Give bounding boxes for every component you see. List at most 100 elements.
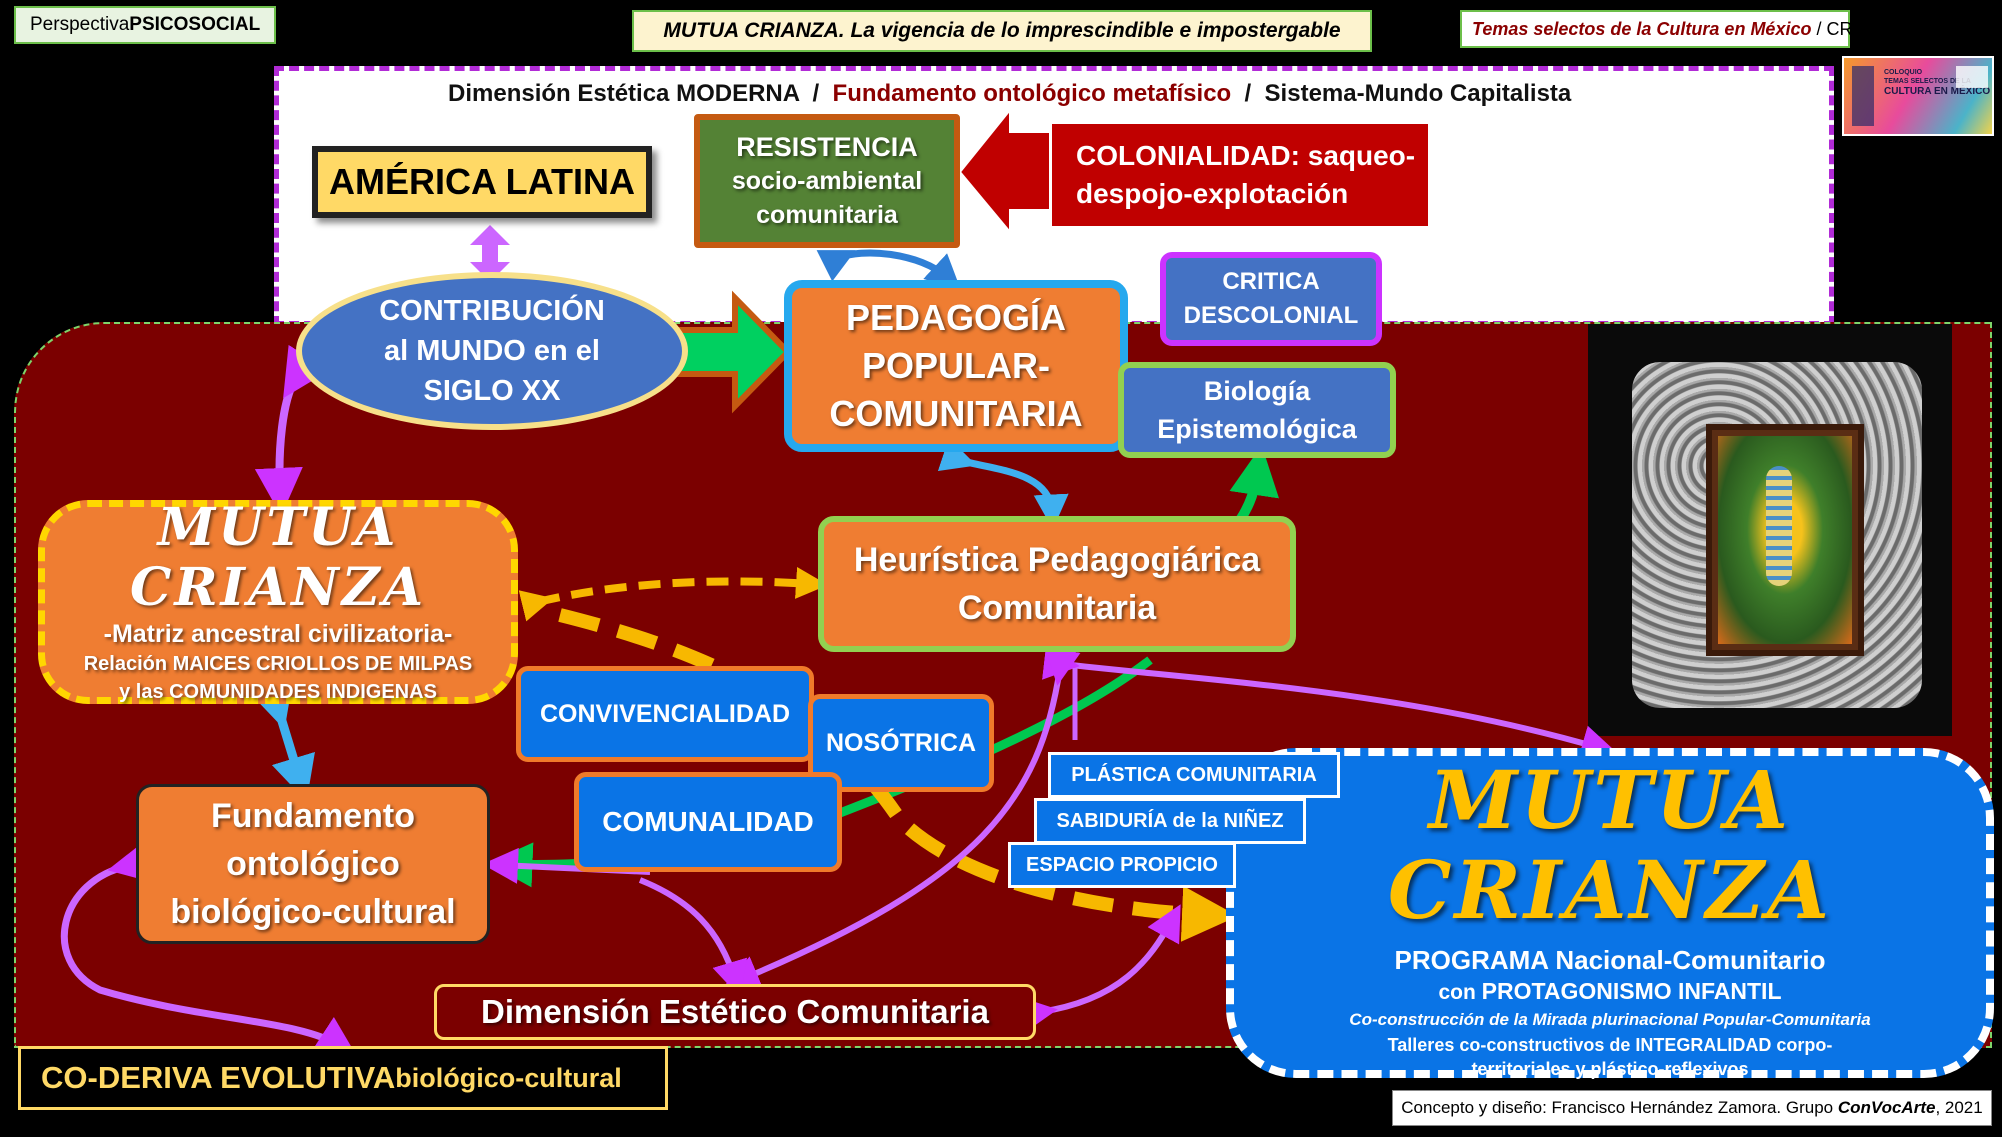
coderiva-box: CO-DERIVA EVOLUTIVA biológico-cultural: [18, 1046, 668, 1110]
coderiva-rest: biológico-cultural: [395, 1062, 622, 1093]
america-contribution-arrow: [470, 225, 510, 282]
mutua-left-line-1: -Matriz ancestral civilizatoria-: [103, 620, 453, 648]
fundamento-line-3: biológico-cultural: [170, 893, 456, 931]
institution-text: CRIM-UNAM: [1826, 18, 1932, 39]
painting-inner: [1706, 424, 1864, 656]
programa-rest: Nacional-Comunitario: [1548, 945, 1826, 975]
heuristica-line-2: Comunitaria: [957, 589, 1157, 627]
mutua-left-line-3: y las COMUNIDADES INDIGENAS: [119, 681, 437, 703]
contribucion-ellipse: CONTRIBUCIÓN al MUNDO en el SIGLO XX: [296, 272, 688, 430]
dimension-estetico-box: Dimensión Estético Comunitaria: [434, 984, 1036, 1040]
critica-line-2: DESCOLONIAL: [1183, 302, 1359, 329]
main-title-text: MUTUA CRIANZA. La vigencia de lo impresc…: [663, 19, 1341, 42]
mutua-left-line-2: Relación MAICES CRIOLLOS DE MILPAS: [83, 653, 473, 675]
critica-line-1: CRITICA: [1222, 268, 1320, 295]
mutua-crianza-left-box: MUTUA CRIANZA -Matriz ancestral civiliza…: [38, 497, 518, 704]
nosotrica-box: NOSÓTRICA: [808, 694, 994, 792]
programa-bold: PROGRAMA: [1394, 945, 1549, 975]
colonialidad-box: COLONIALIDAD: saqueo- despojo-explotació…: [1050, 122, 1430, 228]
comunalidad-label: COMUNALIDAD: [602, 806, 814, 837]
topic-label: Temas selectos de la Cultura en México /…: [1460, 10, 1931, 48]
contribution-mutua-arrow: [254, 344, 330, 516]
plastica-label: PLÁSTICA COMUNITARIA: [1071, 763, 1317, 786]
dimension-bar: Dimensión Estética MODERNA / Fundamento …: [448, 80, 1648, 108]
poster-line-2: TEMAS SELECTOS DE LA: [1884, 78, 1971, 85]
corn-cob-icon: [1766, 466, 1792, 586]
dimension-metafisico: Fundamento ontológico metafísico: [832, 80, 1232, 107]
resistencia-line-1: RESISTENCIA: [736, 132, 918, 162]
colonialidad-line-2: despojo-explotación: [1076, 178, 1349, 209]
fundamento-coderiva-arrow: [60, 841, 358, 1058]
poster-line-1: COLOQUIO: [1884, 69, 1923, 76]
biologia-line-2: Epistemológica: [1157, 414, 1357, 444]
credit-group: ConVocArte: [1837, 1098, 1936, 1117]
pedagogia-heuristica-arrow: [937, 437, 1069, 530]
resistencia-line-3: comunitaria: [756, 201, 898, 229]
convivencialidad-label: CONVIVENCIALIDAD: [539, 699, 790, 728]
pedagogia-line-1: PEDAGOGÍA: [845, 297, 1067, 338]
dimension-capitalista: Sistema-Mundo Capitalista: [1264, 80, 1572, 107]
dimension-programa-arrow: [1019, 904, 1181, 1033]
mutua-left-title: MUTUA CRIANZA: [129, 497, 427, 618]
espacio-tag: ESPACIO PROPICIO: [1008, 842, 1236, 888]
protagonismo-text: PROTAGONISMO INFANTIL: [1481, 978, 1782, 1004]
resistencia-pedagogia-arrow: [816, 249, 961, 290]
main-title: MUTUA CRIANZA. La vigencia de lo impresc…: [632, 10, 1372, 52]
sabiduria-tag: SABIDURÍA de la NIÑEZ: [1034, 798, 1306, 844]
credit-prefix: Concepto y diseño: Francisco Hernández Z…: [1401, 1098, 1838, 1117]
topic-text: Temas selectos de la Cultura en México: [1472, 18, 1812, 39]
coderiva-bold: CO-DERIVA EVOLUTIVA: [41, 1060, 396, 1095]
contribucion-line-1: CONTRIBUCIÓN: [379, 295, 605, 327]
contribucion-line-2: al MUNDO en el: [384, 335, 600, 367]
perspective-bold: PSICOSOCIAL: [129, 14, 261, 35]
pedagogia-box: PEDAGOGÍA POPULAR- COMUNITARIA: [784, 280, 1128, 452]
mutua-mutua-dashed-arrow: [558, 608, 1238, 942]
dimension-sep-1: /: [799, 80, 833, 107]
comunalidad-dimension-arrow: [638, 877, 748, 998]
heuristica-box: Heurística Pedagogiárica Comunitaria: [818, 516, 1296, 652]
talleres-line-2: territoriales y plástico-reflexivos: [1471, 1059, 1749, 1079]
plastica-tag: PLÁSTICA COMUNITARIA: [1048, 752, 1340, 798]
fundamento-box: Fundamento ontológico biológico-cultural: [136, 784, 490, 944]
co-construccion-line: Co-construcción de la Mirada plurinacion…: [1349, 1010, 1871, 1029]
programa-line: PROGRAMA Nacional-Comunitario: [1395, 943, 1826, 977]
sabiduria-label: SABIDURÍA de la NIÑEZ: [1056, 809, 1284, 832]
heuristica-dimension-arrow: [723, 647, 1081, 990]
mutua-crianza-right-box: MUTUA CRIANZA PROGRAMA Nacional-Comunita…: [1226, 748, 1994, 1079]
mutua-heuristica-dashed-arrow: [518, 566, 828, 622]
fundamento-line-2: ontológico: [226, 845, 400, 883]
fundamento-line-1: Fundamento: [211, 797, 415, 835]
resistencia-box: RESISTENCIA socio-ambiental comunitaria: [694, 114, 960, 248]
protagonismo-line: con PROTAGONISMO INFANTIL: [1438, 977, 1781, 1007]
mutua-right-title: MUTUA CRIANZA: [1387, 753, 1833, 937]
america-latina-label: AMÉRICA LATINA: [329, 161, 635, 202]
poster-line-3: CULTURA EN MÉXICO: [1884, 86, 1991, 97]
maize-artwork: [1588, 324, 1952, 736]
colonialidad-arrow: [958, 107, 1051, 235]
comunalidad-box: COMUNALIDAD: [574, 772, 842, 872]
america-latina-box: AMÉRICA LATINA: [312, 146, 652, 218]
convivencialidad-box: CONVIVENCIALIDAD: [516, 666, 814, 762]
coloquio-poster-thumbnail: COLOQUIO TEMAS SELECTOS DE LA CULTURA EN…: [1842, 56, 1994, 136]
critica-box: CRITICA DESCOLONIAL: [1160, 252, 1382, 346]
mutua-fundamento-arrow: [249, 679, 315, 802]
credit-footer: Concepto y diseño: Francisco Hernández Z…: [1392, 1090, 1992, 1126]
biologia-box: Biología Epistemológica: [1118, 362, 1396, 458]
heuristica-line-1: Heurística Pedagogiárica: [853, 541, 1261, 579]
colonialidad-line-1: COLONIALIDAD: saqueo-: [1076, 140, 1416, 171]
dimension-estetico-label: Dimensión Estético Comunitaria: [481, 993, 989, 1030]
con-text: con: [1438, 981, 1482, 1004]
credit-year: , 2021: [1935, 1098, 1983, 1117]
biologia-line-1: Biología: [1203, 376, 1311, 406]
talleres-line-1: Talleres co-constructivos de INTEGRALIDA…: [1387, 1035, 1833, 1055]
perspective-prefix: Perspectiva: [30, 14, 130, 35]
dimension-moderna: Dimensión Estética MODERNA: [448, 80, 800, 107]
contribucion-line-3: SIGLO XX: [423, 375, 561, 407]
pedagogia-line-3: COMUNITARIA: [829, 393, 1083, 434]
topic-sep: /: [1811, 18, 1827, 39]
resistencia-line-2: socio-ambiental: [731, 167, 923, 195]
perspective-label: Perspectiva PSICOSOCIAL: [14, 6, 276, 44]
heuristica-programa-arrow: [1042, 644, 1618, 761]
espacio-label: ESPACIO PROPICIO: [1026, 853, 1218, 876]
